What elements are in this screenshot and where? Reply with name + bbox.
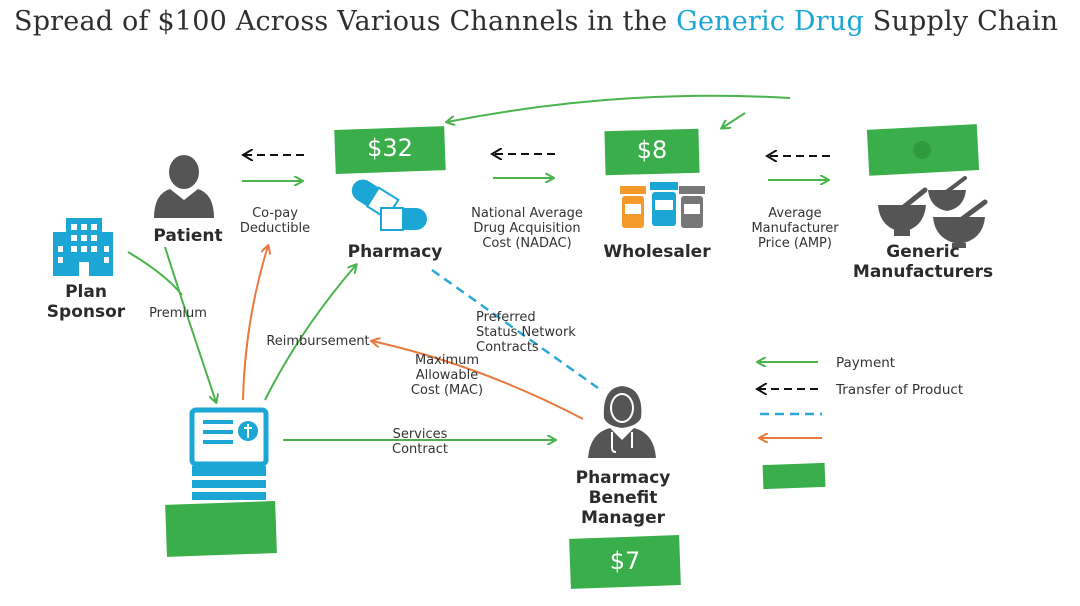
wholesaler-money-banner (604, 128, 700, 176)
patient-icon (154, 155, 214, 218)
mac-label: Maximum Allowable Cost (MAC) (410, 353, 484, 398)
manufacturers-label: Generic Manufacturers (852, 242, 994, 282)
diagram-title: Spread of $100 Across Various Channels i… (14, 6, 1074, 37)
arc-manufacturer-to-wholesaler-arrow (722, 112, 746, 128)
plan-sponsor-label: Plan Sponsor (46, 282, 126, 322)
amp-label: Average Manufacturer Price (AMP) (751, 206, 839, 251)
building-icon (53, 218, 113, 276)
insurance-card-icon (189, 407, 269, 500)
insurer-money-banner (165, 501, 277, 557)
mortar-pestle-icon (878, 176, 988, 248)
wholesaler-amount: $8 (636, 136, 668, 164)
arc-manufacturer-to-pharmacy-arrow (447, 94, 791, 122)
premium-label: Premium (149, 306, 207, 321)
copay-arrow (242, 246, 268, 401)
patient-label: Patient (153, 226, 223, 246)
pbm-amount: $7 (609, 547, 641, 575)
title-prefix: Spread of $100 Across Various Channels i… (14, 6, 677, 37)
legend-money-swatch (762, 462, 826, 490)
manufacturer-money-banner (866, 124, 980, 176)
services-contract-label: Services Contract (392, 427, 448, 457)
title-highlight: Generic Drug (676, 6, 864, 37)
payment-arrow-insurer-to-pharmacy (264, 265, 356, 401)
copay-label: Co-pay Deductible (239, 206, 311, 236)
preferred-status-contract-line (431, 268, 599, 390)
pharmacy-amount: $32 (367, 134, 413, 162)
premium-arrow-patient (164, 246, 216, 402)
title-suffix: Supply Chain (863, 6, 1059, 37)
legend-product-label: Transfer of Product (836, 382, 964, 398)
reimbursement-label: Reimbursement (266, 334, 370, 349)
pills-icon (351, 179, 427, 231)
preferred-status-label: Preferred Status Network Contracts (476, 310, 576, 355)
nadac-label: National Average Drug Acquisition Cost (… (471, 206, 583, 251)
pbm-money-banner (569, 535, 681, 589)
pill-bottles-icon (620, 182, 705, 228)
pbm-person-icon (588, 386, 656, 458)
pharmacy-money-banner (334, 126, 446, 174)
mac-arrow (372, 341, 584, 420)
pharmacy-label: Pharmacy (347, 242, 443, 262)
wholesaler-label: Wholesaler (603, 242, 711, 262)
legend-payment-label: Payment (836, 355, 896, 371)
pbm-label: Pharmacy Benefit Manager (575, 468, 671, 528)
